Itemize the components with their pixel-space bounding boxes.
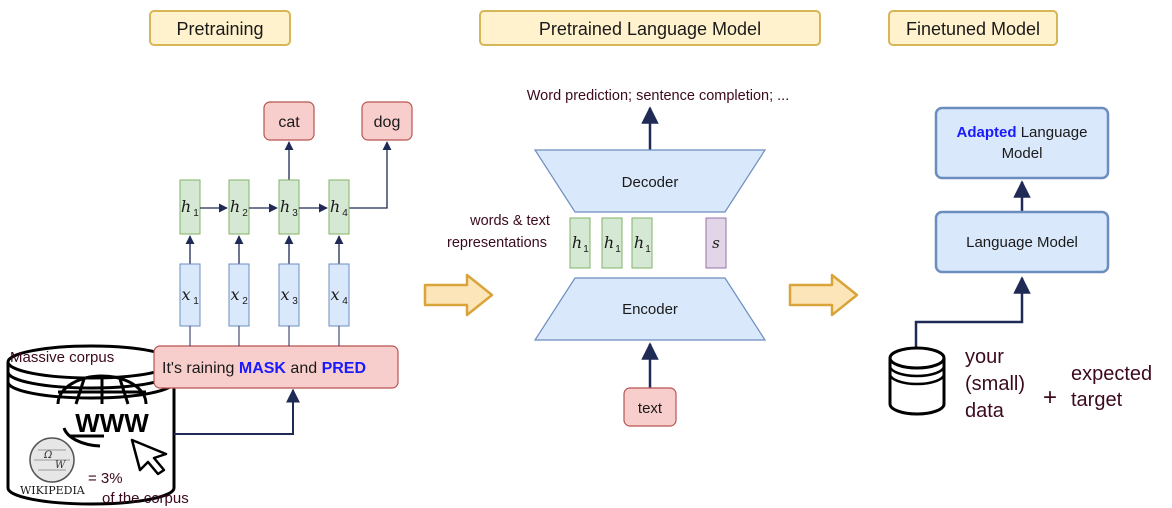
header-pretrained-model-label: Pretrained Language Model: [539, 19, 761, 39]
wiki-share-suffix: of the corpus: [102, 490, 189, 507]
input-token-x3: x 3: [278, 263, 300, 327]
repr-1-symbol: h: [572, 233, 582, 252]
arrow-data-to-lm: [914, 276, 1031, 356]
h1-symbol: h: [181, 197, 191, 216]
adapted-model-line2: Model: [1002, 145, 1043, 162]
input-token-x4: x 4: [328, 263, 350, 327]
header-pretraining-label: Pretraining: [176, 19, 263, 39]
header-pretrained-model: Pretrained Language Model: [479, 10, 821, 46]
repr-token-2: h 1: [601, 217, 623, 269]
cursor-icon: [130, 438, 168, 476]
encoder-label: Encoder: [622, 301, 678, 318]
x1-symbol: x: [181, 285, 190, 304]
x4-subscript: 4: [342, 296, 348, 307]
output-task-label: Word prediction; sentence completion; ..…: [527, 88, 789, 104]
svg-text:W: W: [55, 460, 66, 471]
hidden-state-h1: h 1: [179, 179, 201, 235]
wikipedia-label: WIKIPEDIA: [20, 484, 86, 497]
decoder-label: Decoder: [622, 174, 679, 191]
output-cat-label: cat: [278, 114, 300, 131]
x3-subscript: 3: [292, 296, 298, 307]
repr-label-line2: representations: [447, 235, 547, 251]
repr-3-subscript: 1: [645, 244, 651, 255]
corpus-label: Massive corpus: [10, 349, 114, 366]
h4-subscript: 4: [342, 208, 348, 219]
h3-symbol: h: [280, 197, 290, 216]
hidden-state-h3: h 3: [278, 179, 300, 235]
output-dog-label: dog: [374, 114, 401, 131]
masked-sentence-box: It's raining MASK and PRED: [153, 345, 399, 389]
www-label: WWW: [75, 408, 149, 438]
x2-symbol: x: [230, 285, 239, 304]
repr-3-symbol: h: [634, 233, 644, 252]
repr-token-3: h 1: [631, 217, 653, 269]
output-box-dog: dog: [361, 101, 413, 141]
summary-token-symbol: s: [712, 234, 720, 252]
target-line2: target: [1071, 389, 1123, 411]
arrow-corpus-to-sentence: [174, 388, 300, 435]
input-token-x2: x 2: [228, 263, 250, 327]
repr-1-subscript: 1: [583, 244, 589, 255]
repr-token-1: h 1: [569, 217, 591, 269]
sentence-mid: and: [286, 360, 322, 377]
data-line2: (small): [965, 373, 1025, 395]
adapted-model-line1: Adapted Language: [957, 124, 1088, 141]
wikipedia-logo-icon: Ω W: [29, 437, 75, 483]
x4-symbol: x: [330, 285, 339, 304]
header-finetuned-model-label: Finetuned Model: [906, 19, 1040, 39]
input-token-x1: x 1: [179, 263, 201, 327]
adapted-model-box: Adapted Language Model: [934, 106, 1110, 180]
repr-label-line1: words & text: [469, 213, 550, 229]
header-finetuned-model: Finetuned Model: [888, 10, 1058, 46]
language-model-label: Language Model: [966, 234, 1078, 251]
target-line1: expected: [1071, 363, 1152, 385]
hidden-state-h2: h 2: [228, 179, 250, 235]
output-box-cat: cat: [263, 101, 315, 141]
header-pretraining: Pretraining: [149, 10, 291, 46]
x1-subscript: 1: [193, 296, 199, 307]
encoder-block: Encoder: [533, 277, 767, 341]
language-model-box: Language Model: [934, 210, 1110, 274]
h1-subscript: 1: [193, 208, 199, 219]
h2-subscript: 2: [242, 208, 248, 219]
h2-symbol: h: [230, 197, 240, 216]
data-line1: your: [965, 346, 1004, 368]
wiki-share: = 3%: [88, 470, 123, 487]
text-input-box: text: [623, 387, 677, 427]
mask-token: MASK: [239, 360, 287, 377]
repr-2-subscript: 1: [615, 244, 621, 255]
decoder-block: Decoder: [533, 149, 767, 213]
data-line3: data: [965, 400, 1005, 422]
summary-token: s: [705, 217, 727, 269]
sentence-prefix: It's raining: [162, 360, 239, 377]
arrow-h4-to-dog: [349, 141, 392, 209]
data-database-icon: [888, 346, 946, 416]
pred-token: PRED: [322, 360, 366, 377]
x2-subscript: 2: [242, 296, 248, 307]
adapted-rest: Language: [1017, 124, 1088, 141]
repr-2-symbol: h: [604, 233, 614, 252]
x3-symbol: x: [280, 285, 289, 304]
flow-arrow-1-icon: [423, 273, 494, 317]
plus-sign: +: [1043, 384, 1057, 411]
svg-text:Ω: Ω: [43, 450, 52, 461]
globe-icon: [56, 374, 148, 448]
h4-symbol: h: [330, 197, 340, 216]
hidden-state-h4: h 4: [328, 179, 350, 235]
masked-sentence: It's raining MASK and PRED: [162, 360, 366, 377]
adapted-word: Adapted: [957, 124, 1017, 141]
flow-arrow-2-icon: [788, 273, 859, 317]
h3-subscript: 3: [292, 208, 298, 219]
text-input-label: text: [638, 400, 663, 417]
